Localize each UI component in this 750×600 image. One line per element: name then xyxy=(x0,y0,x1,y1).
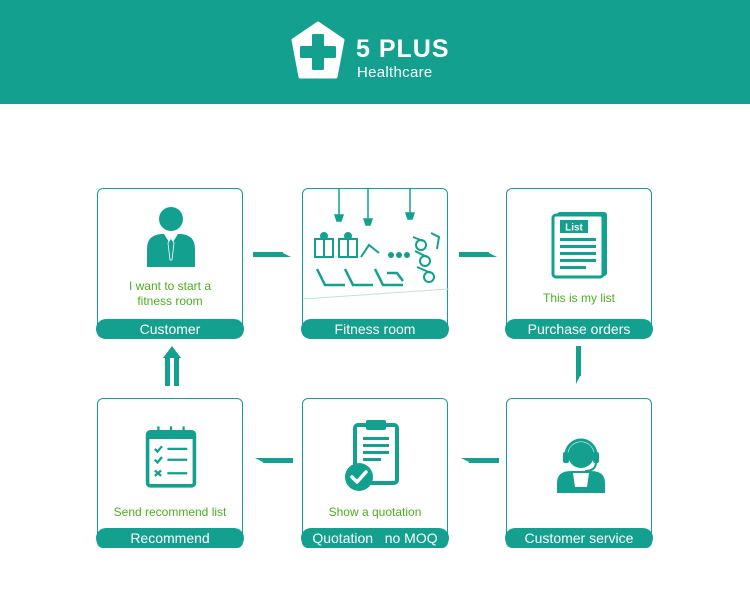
step-card-quotation: Show a quotation xyxy=(302,398,448,548)
list-document-icon: List xyxy=(551,209,611,279)
step-caption: I want to start a fitness room xyxy=(98,279,242,309)
brand-subtitle: Healthcare xyxy=(357,65,433,80)
arrow-right-icon xyxy=(253,250,293,262)
step-caption: Show a quotation xyxy=(303,505,447,520)
list-doc-title: List xyxy=(565,223,583,234)
arrow-right-icon xyxy=(459,250,499,262)
header-banner: 5 PLUS Healthcare xyxy=(0,0,750,104)
step-label-customer-service: Customer service xyxy=(505,528,653,548)
headset-agent-icon xyxy=(551,435,611,495)
gym-equipment-illustration xyxy=(303,189,449,309)
step-label-recommend: Recommend xyxy=(96,528,244,548)
arrow-down-icon xyxy=(573,346,585,386)
brand-name: 5 PLUS xyxy=(356,37,450,62)
arrow-left-icon xyxy=(459,454,499,466)
step-label-quotation: Quotation no MOQ xyxy=(301,528,449,548)
step-label-customer: Customer xyxy=(96,319,244,339)
step-card-customer: I want to start a fitness room xyxy=(97,188,243,338)
step-caption: Send recommend list xyxy=(98,505,242,520)
step-card-purchase-orders: List This is my list xyxy=(506,188,652,338)
businessman-icon xyxy=(141,205,201,269)
step-label-purchase-orders: Purchase orders xyxy=(505,319,653,339)
clipboard-check-icon xyxy=(341,417,411,497)
arrow-up-icon xyxy=(161,346,183,386)
step-card-fitness-room xyxy=(302,188,448,338)
plus-shield-logo-icon xyxy=(290,21,346,81)
step-card-recommend: Send recommend list xyxy=(97,398,243,548)
arrow-left-icon xyxy=(253,454,293,466)
step-label-fitness-room: Fitness room xyxy=(301,319,449,339)
step-caption: This is my list xyxy=(507,291,651,306)
checklist-clipboard-icon xyxy=(144,423,198,491)
step-card-customer-service xyxy=(506,398,652,548)
